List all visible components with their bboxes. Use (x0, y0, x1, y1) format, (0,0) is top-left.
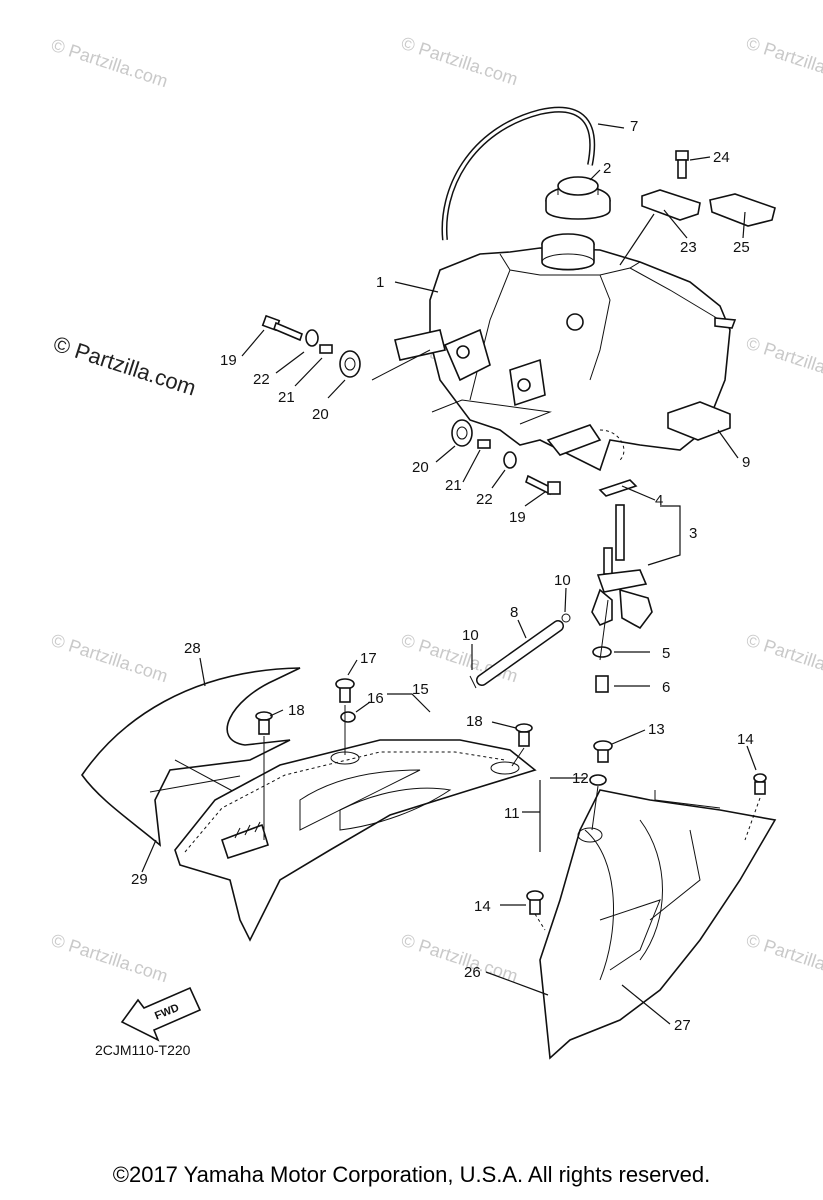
callout-6: 6 (662, 679, 670, 696)
callout-29: 29 (131, 871, 148, 888)
callout-24: 24 (713, 149, 730, 166)
callout-19-upper: 19 (220, 352, 237, 369)
fuel-cock (591, 479, 653, 693)
callout-22-lower: 22 (476, 491, 493, 508)
copyright-notice: ©2017 Yamaha Motor Corporation, U.S.A. A… (112, 1162, 711, 1187)
callout-14-right: 14 (737, 731, 754, 748)
callout-19-lower: 19 (509, 509, 526, 526)
callout-11: 11 (504, 805, 520, 822)
fuel-hose (469, 613, 571, 689)
callout-25: 25 (733, 239, 750, 256)
callout-8: 8 (510, 604, 518, 621)
callout-1: 1 (376, 274, 384, 291)
callout-28: 28 (184, 640, 201, 657)
callout-7: 7 (630, 118, 638, 135)
watermark-text: © Partzilla.com (49, 630, 171, 687)
callout-16: 16 (367, 690, 384, 707)
callout-21-upper: 21 (278, 389, 295, 406)
callout-22-upper: 22 (253, 371, 270, 388)
watermark-text: © Partzilla.com (744, 930, 823, 987)
vent-hose (441, 106, 596, 241)
fasteners-right (526, 740, 767, 931)
callout-2: 2 (603, 160, 611, 177)
callout-10-upper: 10 (554, 572, 571, 589)
bolt-24 (675, 150, 689, 179)
diagram-code: 2CJM110-T220 (95, 1042, 191, 1058)
callout-20-lower: 20 (412, 459, 429, 476)
bracket-23 (641, 189, 701, 221)
forward-arrow: FWD (120, 986, 202, 1042)
side-cover-left (174, 739, 537, 942)
leader-lines (141, 123, 757, 1025)
watermark-text: © Partzilla.com (744, 33, 823, 90)
watermark-text: © Partzilla.com (399, 33, 521, 90)
callout-21-lower: 21 (445, 477, 462, 494)
clip-25 (709, 193, 776, 227)
callout-5: 5 (662, 645, 670, 662)
fuel-tank (394, 233, 737, 472)
watermark-text: © Partzilla.com (744, 333, 823, 390)
watermark-text: © Partzilla.com (744, 630, 823, 687)
callout-17: 17 (360, 650, 377, 667)
fuel-cap (545, 176, 611, 220)
bumper-9 (667, 401, 731, 441)
callout-18-left: 18 (288, 702, 305, 719)
callout-20-upper: 20 (312, 406, 329, 423)
callout-3: 3 (689, 525, 697, 542)
side-decal (81, 667, 301, 847)
fasteners-left (255, 678, 533, 840)
watermark-text: © Partzilla.com (49, 35, 171, 92)
side-cover-right (539, 789, 777, 1060)
callout-9: 9 (742, 454, 750, 471)
callout-14-left: 14 (474, 898, 491, 915)
mount-hardware-upper (261, 314, 431, 381)
callout-13: 13 (648, 721, 665, 738)
callout-15: 15 (412, 681, 429, 698)
callout-26: 26 (464, 964, 481, 981)
callout-10-lower: 10 (462, 627, 479, 644)
callout-4: 4 (655, 492, 663, 509)
callout-27: 27 (674, 1017, 691, 1034)
callout-12: 12 (572, 770, 589, 787)
watermark-text: © Partzilla.com (49, 930, 171, 987)
callout-23: 23 (680, 239, 697, 256)
callout-labels: 1 2 3 4 5 6 7 8 9 10 10 11 12 13 14 14 1… (131, 118, 754, 1034)
watermark-text-dark: © Partzilla.com (50, 331, 199, 401)
mount-hardware-lower (431, 399, 561, 496)
watermark-text: © Partzilla.com (399, 630, 521, 687)
callout-18-right: 18 (466, 713, 483, 730)
